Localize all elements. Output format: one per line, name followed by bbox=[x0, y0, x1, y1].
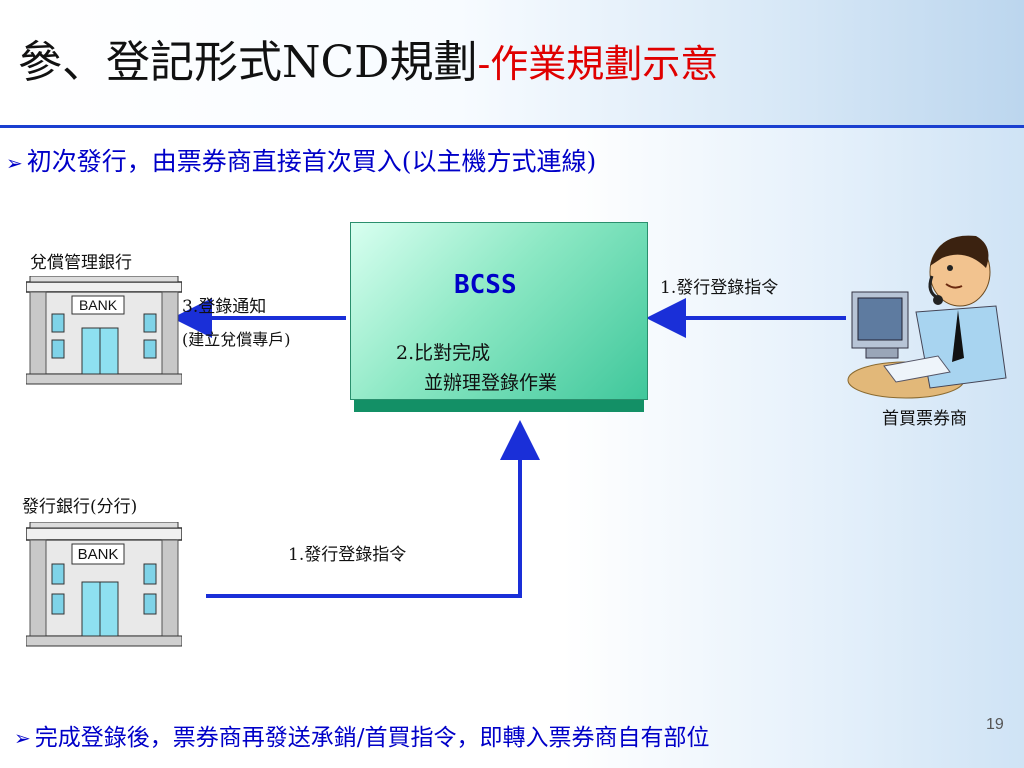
bcss-step-detail: 並辦理登錄作業 bbox=[424, 372, 558, 394]
footer-text: 完成登錄後，票券商再發送承銷/首買指令，即轉入票券商自有部位 bbox=[34, 725, 710, 751]
bcss-step-label: 2.比對完成 bbox=[396, 342, 491, 364]
footer-note: ➢完成登錄後，票券商再發送承銷/首買指令，即轉入票券商自有部位 bbox=[14, 718, 710, 752]
bank-instruction-label: 1.發行登錄指令 bbox=[288, 545, 407, 565]
bullet-arrow-icon: ➢ bbox=[6, 151, 23, 175]
bcss-title: BCSS bbox=[454, 270, 517, 300]
bullet-line: ➢初次發行，由票券商直接首次買入(以主機方式連線) bbox=[6, 142, 596, 178]
issuing-bank-icon: BANK bbox=[26, 522, 182, 647]
notify-label: 3.登錄通知 bbox=[182, 297, 267, 317]
slide-title-sub: -作業規劃示意 bbox=[477, 42, 719, 86]
redeem-bank-label: 兌償管理銀行 bbox=[30, 253, 132, 273]
dealer-label: 首買票券商 bbox=[882, 409, 967, 429]
footer-arrow-icon: ➢ bbox=[14, 726, 31, 750]
bcss-node: BCSS 2.比對完成 並辦理登錄作業 bbox=[350, 222, 648, 412]
slide-title-main: 參、登記形式NCD規劃 bbox=[18, 37, 478, 88]
title-banner bbox=[0, 0, 1024, 126]
slide-title: 參、登記形式NCD規劃-作業規劃示意 bbox=[18, 26, 718, 90]
bank-sign-text: BANK bbox=[79, 297, 118, 313]
issuing-bank-label: 發行銀行(分行) bbox=[22, 497, 138, 517]
notify-detail-label: (建立兌償專戶) bbox=[182, 330, 291, 349]
page-number: 19 bbox=[986, 716, 1004, 733]
dealer-person-icon bbox=[847, 235, 1007, 399]
bcss-box-base bbox=[354, 400, 644, 412]
arrow-issuing-bank-to-bcss bbox=[206, 420, 540, 598]
bullet-text: 初次發行，由票券商直接首次買入(以主機方式連線) bbox=[26, 147, 597, 176]
dealer-instruction-label: 1.發行登錄指令 bbox=[660, 278, 779, 298]
title-divider bbox=[0, 125, 1024, 128]
redeem-bank-icon: BANK bbox=[26, 276, 182, 385]
bank-sign-text: BANK bbox=[78, 546, 119, 563]
bcss-box-face bbox=[350, 222, 648, 400]
